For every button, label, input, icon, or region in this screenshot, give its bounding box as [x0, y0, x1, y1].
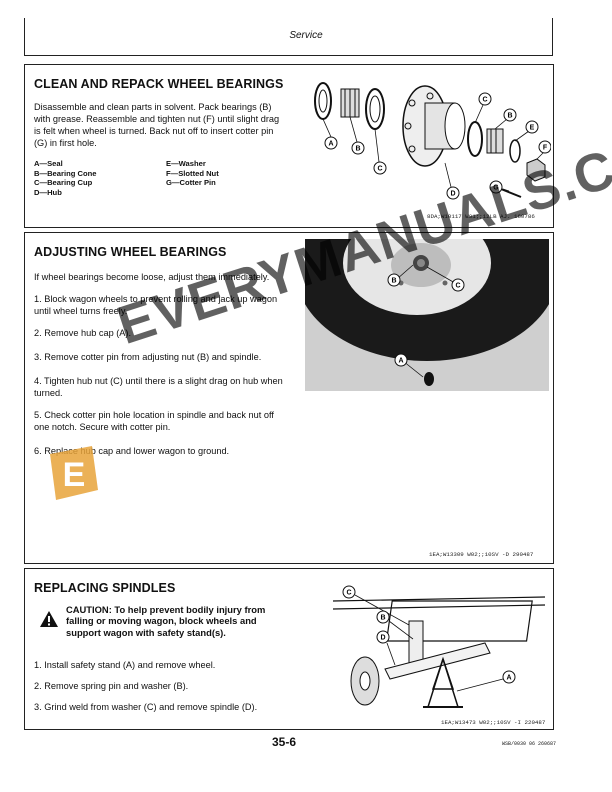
- svg-text:A: A: [398, 358, 403, 365]
- watermark-logo-icon: E: [50, 446, 98, 500]
- caution-line: CAUTION: To help prevent bodily injury f…: [66, 604, 266, 615]
- callout-a: A: [394, 353, 408, 367]
- callout-c: C: [373, 161, 387, 175]
- figure-code: 8DA;W10117 W01;;12LB AJ. 160786: [427, 213, 535, 220]
- figure-code: 1EA;W13309 W02;;10SV -D 290487: [429, 551, 534, 558]
- legend-left: A—Seal B—Bearing Cone C—Bearing Cup D—Hu…: [34, 159, 96, 197]
- svg-text:B: B: [507, 113, 512, 120]
- callout-c: C: [478, 92, 492, 106]
- svg-text:C: C: [377, 166, 382, 173]
- svg-text:C: C: [455, 283, 460, 290]
- svg-text:D: D: [380, 635, 385, 642]
- step-line: 2. Remove hub cap (A).: [34, 328, 132, 338]
- callout-c: C: [342, 585, 356, 599]
- svg-text:E: E: [63, 456, 86, 494]
- svg-text:E: E: [530, 125, 535, 132]
- svg-text:B: B: [391, 278, 396, 285]
- caution-text: CAUTION: To help prevent bodily injury f…: [66, 604, 288, 638]
- step-1: 1. Install safety stand (A) and remove w…: [34, 660, 216, 670]
- instructions-paragraph: Disassemble and clean parts in solvent. …: [34, 101, 279, 149]
- header-border-left: [24, 18, 25, 56]
- step-line: 4. Tighten hub nut (C) until there is a …: [34, 376, 283, 386]
- running-head: Service: [289, 30, 323, 41]
- intro-text: If wheel bearings become loose, adjust t…: [34, 272, 270, 282]
- section-replacing-spindles: REPLACING SPINDLES 1. Install safety sta…: [24, 568, 554, 730]
- step-3: 3. Remove cotter pin from adjusting nut …: [34, 351, 261, 363]
- legend-item: A—Seal: [34, 159, 63, 168]
- section-clean-repack: CLEAN AND REPACK WHEEL BEARINGS Disassem…: [24, 64, 554, 228]
- step-line: 1. Block wagon wheels to prevent rolling…: [34, 294, 278, 304]
- figure-code: 1EA;W13473 W02;;10SV -I 220487: [441, 719, 546, 726]
- wheel-photo: B C A: [305, 239, 549, 391]
- step-5: 5. Check cotter pin hole location in spi…: [34, 409, 274, 433]
- callout-b: B: [387, 273, 401, 287]
- legend-item: D—Hub: [34, 187, 62, 197]
- callout-e: E: [525, 120, 539, 134]
- step-4: 4. Tighten hub nut (C) until there is a …: [34, 375, 283, 399]
- callout-d: D: [446, 186, 460, 200]
- para-line: (G) in first hole.: [34, 138, 97, 148]
- step-line: until wheel turns freely.: [34, 306, 128, 316]
- callout-b: B: [376, 610, 390, 624]
- legend-right: E—Washer F—Slotted Nut G—Cotter Pin: [166, 159, 219, 188]
- step-line: 6. Replace hub cap and lower wagon to gr…: [34, 446, 230, 456]
- callout-b: B: [351, 141, 365, 155]
- callout-g: G: [489, 180, 503, 194]
- svg-text:A: A: [328, 141, 333, 148]
- step-3: 3. Grind weld from washer (C) and remove…: [34, 702, 258, 712]
- svg-text:B: B: [380, 615, 385, 622]
- para-line: is felt when wheel is turned. Back nut o…: [34, 126, 274, 136]
- legend-item: G—Cotter Pin: [166, 178, 216, 188]
- callout-a: A: [502, 670, 516, 684]
- callout-c: C: [451, 278, 465, 292]
- caution-line: support wagon with safety stand(s).: [66, 626, 226, 638]
- step-line: 3. Remove cotter pin from adjusting nut …: [34, 352, 262, 362]
- legend-item: F—Slotted Nut: [166, 168, 219, 178]
- svg-text:A: A: [506, 675, 511, 682]
- callout-d: D: [376, 630, 390, 644]
- legend-item: B—Bearing Cone: [34, 168, 97, 178]
- step-line: one notch. Secure with cotter pin.: [34, 422, 171, 432]
- svg-text:F: F: [543, 145, 548, 152]
- section-title: ADJUSTING WHEEL BEARINGS: [34, 245, 227, 259]
- callout-a: A: [324, 136, 338, 150]
- step-6: 6. Replace hub cap and lower wagon to gr…: [34, 445, 229, 457]
- section-title: REPLACING SPINDLES: [34, 581, 176, 595]
- callout-f: F: [538, 140, 551, 154]
- warning-triangle-icon: [40, 611, 58, 627]
- para-line: with grease. Reassemble and tighten nut …: [34, 114, 280, 124]
- para-line: Disassemble and clean parts in solvent. …: [34, 102, 272, 112]
- step-1: 1. Block wagon wheels to prevent rolling…: [34, 293, 277, 317]
- legend-item: E—Washer: [166, 159, 206, 168]
- spindle-diagram: C D B A: [332, 585, 546, 708]
- svg-text:C: C: [482, 97, 487, 104]
- step-line: 5. Check cotter pin hole location in spi…: [34, 410, 274, 420]
- svg-text:C: C: [346, 590, 351, 597]
- header-border-bottom: [24, 55, 553, 56]
- legend-item: C—Bearing Cup: [34, 178, 93, 188]
- step-2: 2. Remove spring pin and washer (B).: [34, 681, 189, 691]
- section-title: CLEAN AND REPACK WHEEL BEARINGS: [34, 77, 284, 91]
- svg-text:D: D: [450, 191, 455, 198]
- page-number: 35-6: [272, 735, 297, 749]
- bearing-exploded-diagram: A B C B E F C D G: [314, 82, 551, 200]
- step-2: 2. Remove hub cap (A).: [34, 327, 131, 339]
- svg-text:G: G: [493, 185, 499, 192]
- svg-text:B: B: [355, 146, 360, 153]
- section-adjusting: ADJUSTING WHEEL BEARINGS If wheel bearin…: [24, 232, 554, 564]
- header-border-right: [552, 18, 553, 56]
- callout-b: B: [503, 108, 517, 122]
- step-line: turned.: [34, 388, 63, 398]
- footer-code: WSB/0030 06 260687: [502, 741, 557, 747]
- caution-line: falling or moving wagon, block wheels an…: [66, 615, 257, 627]
